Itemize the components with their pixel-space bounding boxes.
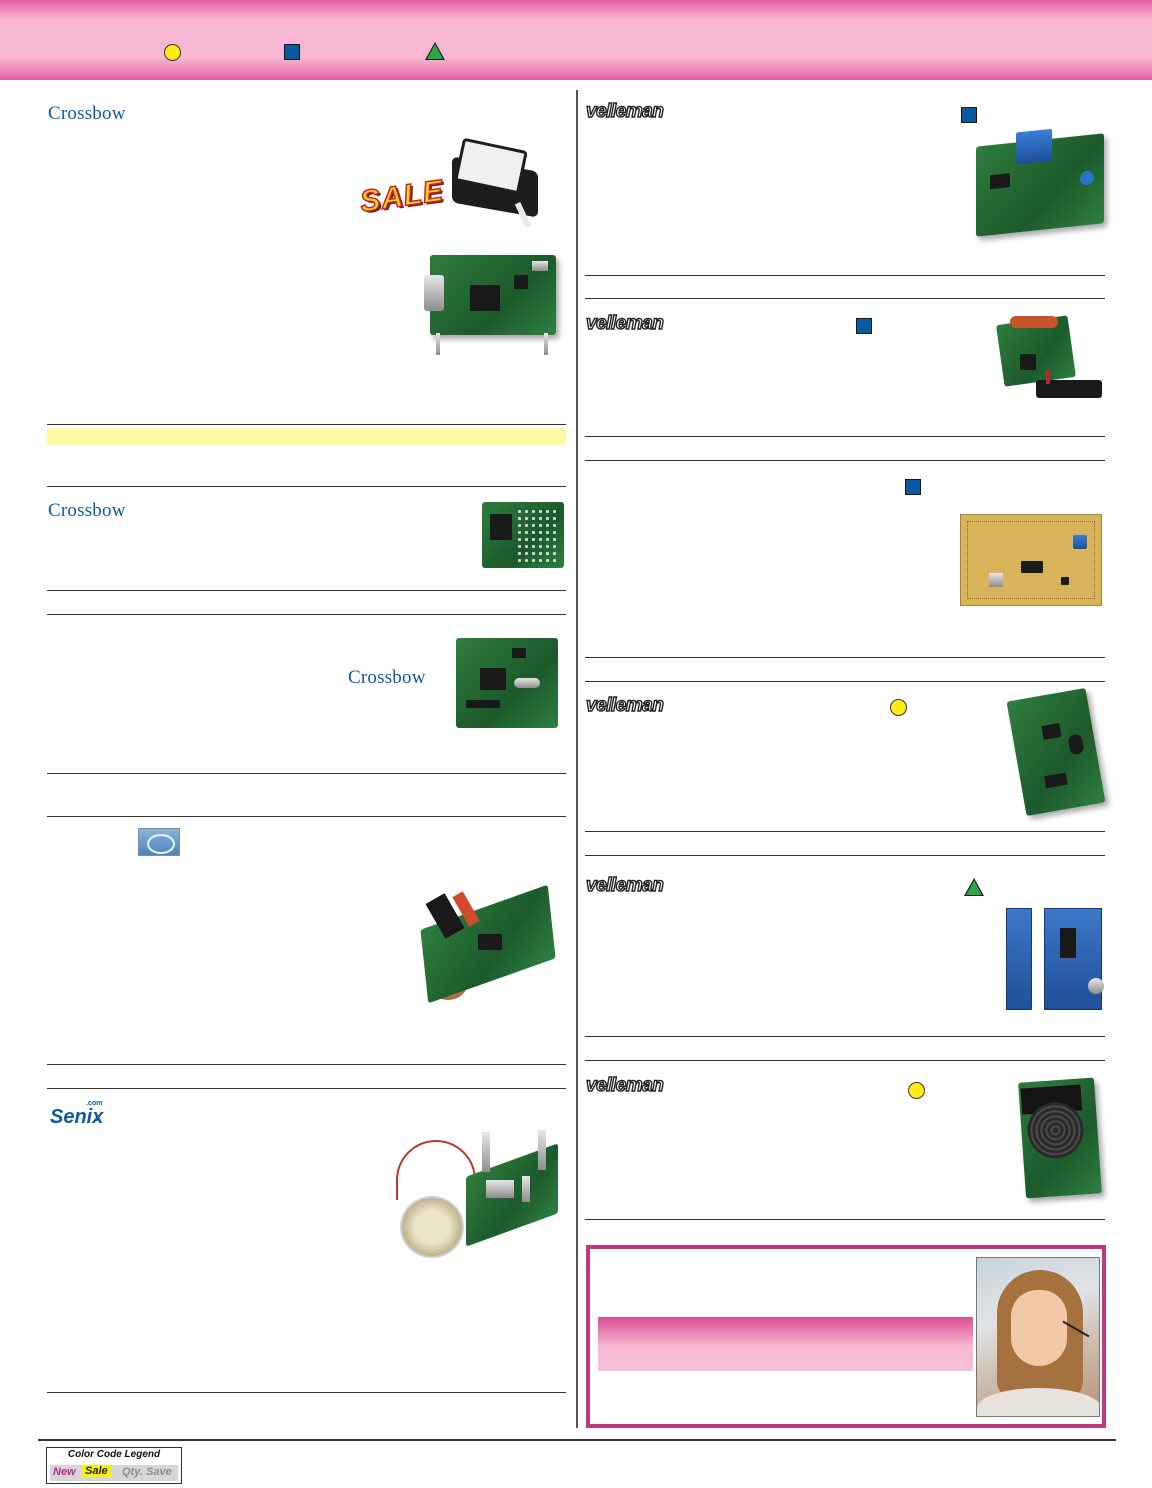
separator	[585, 657, 1105, 658]
serial-board-image[interactable]	[424, 255, 556, 355]
yellow-circle-icon	[164, 44, 181, 61]
color-code-legend: Color Code Legend New Sale Qty. Save	[46, 1447, 182, 1484]
battery-kit-image[interactable]	[996, 314, 1102, 410]
two-board-kit-image[interactable]	[1006, 908, 1104, 1010]
legend-qty-save: Qty. Save	[122, 1466, 172, 1478]
legend-new: New	[53, 1466, 76, 1478]
separator	[585, 436, 1105, 437]
crossbow-logo: Crossbow	[348, 667, 426, 688]
senix-logo: Senix .com ›››	[50, 1100, 104, 1128]
tilt-sensor-image[interactable]	[446, 137, 546, 230]
separator	[585, 855, 1105, 856]
velleman-logo: velleman	[585, 694, 664, 716]
sensor-board-image[interactable]	[482, 502, 564, 568]
column-divider	[576, 90, 578, 1428]
blue-square-icon	[284, 44, 300, 60]
separator	[585, 681, 1105, 682]
separator	[585, 460, 1105, 461]
velleman-logo: velleman	[585, 874, 664, 896]
header-band	[0, 0, 1152, 80]
velleman-logo: velleman	[585, 1074, 664, 1096]
crossbow-logo: Crossbow	[48, 103, 126, 124]
separator	[47, 614, 566, 615]
separator	[585, 1036, 1105, 1037]
velleman-logo: velleman	[585, 100, 664, 122]
separator	[47, 773, 566, 774]
mote-board-image[interactable]	[456, 638, 558, 728]
relay-kit-image[interactable]	[976, 128, 1104, 237]
crossbow-logo: Crossbow	[48, 500, 126, 521]
legend-title: Color Code Legend	[67, 1449, 161, 1460]
contact-callout-box	[586, 1245, 1106, 1428]
compact-board-image[interactable]	[414, 884, 560, 1006]
support-agent-photo	[976, 1257, 1100, 1417]
separator	[585, 275, 1105, 276]
yellow-circle-icon	[908, 1082, 925, 1099]
separator	[47, 1064, 566, 1065]
blue-square-icon	[856, 318, 872, 334]
separator	[585, 298, 1105, 299]
separator	[47, 590, 566, 591]
printed-board-image[interactable]	[960, 514, 1102, 606]
separator	[585, 1060, 1105, 1061]
blue-square-icon	[905, 479, 921, 495]
separator	[47, 816, 566, 817]
green-triangle-icon	[964, 878, 984, 896]
yellow-circle-icon	[890, 699, 907, 716]
speaker-kit-image[interactable]	[1018, 1077, 1102, 1199]
separator	[47, 486, 566, 487]
separator	[47, 1088, 566, 1089]
sale-badge: SALE	[357, 174, 446, 220]
detector-kit-image[interactable]	[1006, 687, 1106, 817]
green-triangle-icon	[425, 42, 445, 60]
legend-row: New Sale Qty. Save	[50, 1465, 178, 1481]
separator	[585, 1219, 1105, 1220]
sale-highlight-band	[47, 428, 566, 445]
footer-rule	[38, 1439, 1116, 1441]
callout-banner	[598, 1317, 973, 1371]
separator	[47, 1392, 566, 1393]
blue-square-icon	[961, 107, 977, 123]
velleman-logo: velleman	[585, 312, 664, 334]
ultrasonic-sensor-image[interactable]	[386, 1120, 566, 1260]
separator	[47, 424, 566, 425]
pmi-logo	[138, 828, 180, 856]
legend-sale: Sale	[82, 1465, 111, 1477]
separator	[585, 831, 1105, 832]
